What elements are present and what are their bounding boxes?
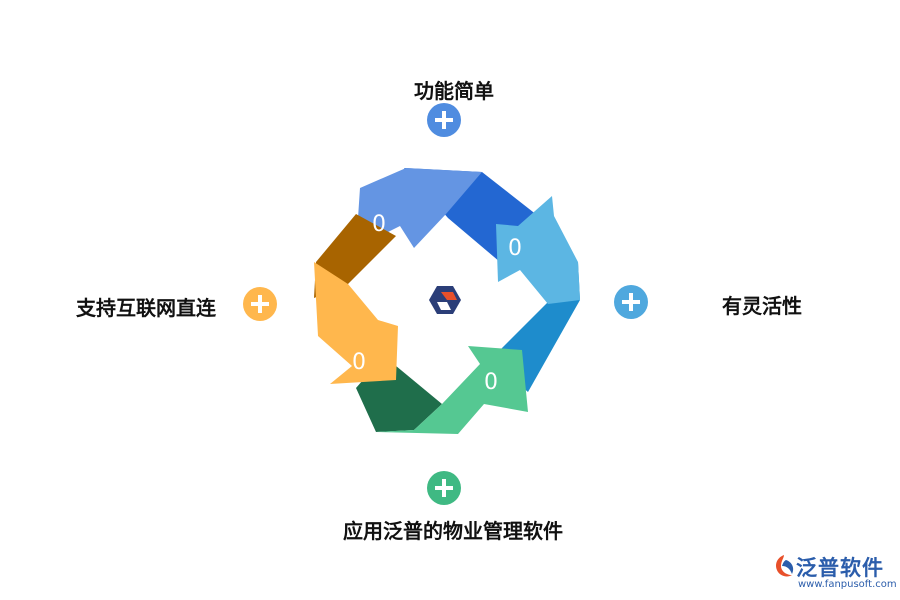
center-logo-icon [429,286,461,314]
brand-watermark: 泛普软件 www.fanpusoft.com [772,550,897,596]
arrow-01 [356,168,482,248]
step-number-04: 04 [352,350,366,375]
step-number-02: 02 [508,236,522,261]
label-left: 支持互联网直连 [76,296,216,320]
plus-right [614,285,648,319]
plus-left [243,287,277,321]
plus-circle-icon [614,285,648,319]
brand-logo-icon [776,555,794,577]
label-bottom: 应用泛普的物业管理软件 [343,519,563,543]
arrow-03 [376,346,528,434]
step-number-01: 01 [372,212,386,237]
plus-bottom [427,471,461,505]
step-number-03: 03 [484,370,498,395]
label-right: 有灵活性 [722,294,802,318]
arrow-04 [314,262,398,384]
brand-name: 泛普软件 [796,556,884,580]
arrow-02 [496,196,580,304]
plus-circle-icon [243,287,277,321]
plus-top [427,103,461,137]
plus-circle-icon [427,471,461,505]
label-top: 功能简单 [414,79,494,103]
plus-circle-icon [427,103,461,137]
brand-url: www.fanpusoft.com [798,579,897,590]
